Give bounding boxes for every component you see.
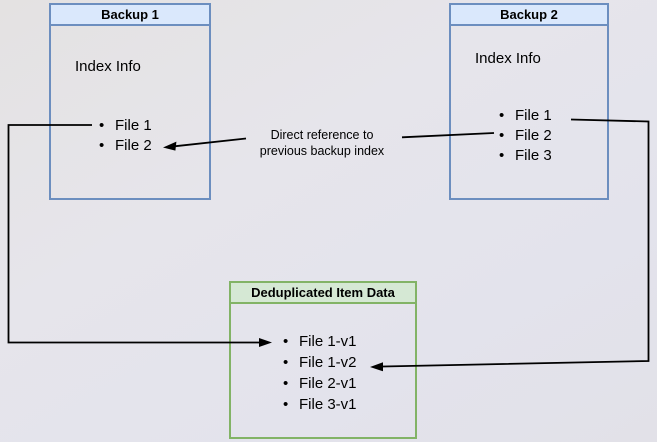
list-item: File 1	[497, 106, 552, 126]
dedup-box: Deduplicated Item Data File 1-v1 File 1-…	[229, 281, 417, 439]
backup2-index-info-label: Index Info	[475, 50, 541, 67]
backup2-file-list: File 1 File 2 File 3	[497, 106, 552, 166]
list-item: File 3	[497, 146, 552, 166]
list-item: File 1	[97, 116, 152, 136]
list-item: File 2-v1	[281, 373, 357, 394]
dedup-file-list: File 1-v1 File 1-v2 File 2-v1 File 3-v1	[281, 331, 357, 415]
backup2-box: Backup 2 Index Info File 1 File 2 File 3	[449, 3, 609, 200]
list-item: File 2	[497, 126, 552, 146]
backup1-file-list: File 1 File 2	[97, 116, 152, 156]
backup2-title: Backup 2	[500, 7, 558, 22]
list-item: File 1-v1	[281, 331, 357, 352]
direct-reference-edge-label: Direct reference to previous backup inde…	[247, 127, 397, 159]
list-item: File 2	[97, 136, 152, 156]
list-item: File 1-v2	[281, 352, 357, 373]
backup1-box: Backup 1 Index Info File 1 File 2	[49, 3, 211, 200]
backup1-index-info-label: Index Info	[75, 58, 141, 75]
list-item: File 3-v1	[281, 394, 357, 415]
backup1-title: Backup 1	[101, 7, 159, 22]
edge-label-line1: Direct reference to	[270, 128, 374, 142]
edge-label-line2: previous backup index	[259, 144, 385, 158]
backup1-header: Backup 1	[51, 5, 209, 26]
dedup-header: Deduplicated Item Data	[231, 283, 415, 304]
dedup-title: Deduplicated Item Data	[251, 285, 395, 300]
backup2-header: Backup 2	[451, 5, 607, 26]
